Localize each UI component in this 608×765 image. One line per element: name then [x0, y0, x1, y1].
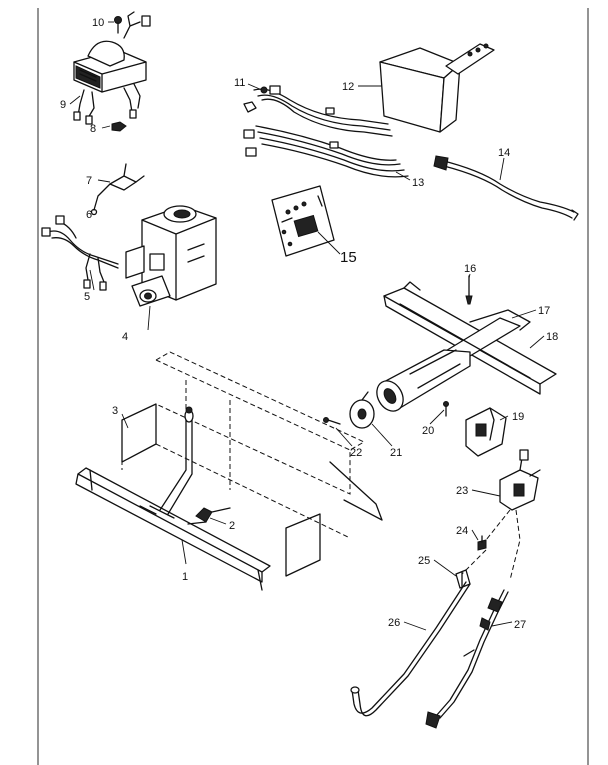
screw	[477, 535, 487, 551]
leader-lines	[69, 21, 545, 631]
burner-rail	[75, 406, 271, 591]
callout-11: 11	[234, 77, 245, 89]
transformer	[73, 11, 151, 125]
callout-24: 24	[456, 525, 468, 537]
callout-14: 14	[498, 147, 510, 159]
thermocouple	[425, 589, 509, 729]
bracket	[90, 163, 145, 216]
screw	[443, 401, 449, 417]
venturi-tube	[376, 349, 471, 412]
callout-5: 5	[84, 291, 90, 303]
igniter-assembly	[499, 449, 541, 511]
wire-harness	[41, 215, 119, 291]
sensor-wires	[243, 85, 409, 178]
control-board	[271, 185, 335, 257]
callout-26: 26	[388, 617, 400, 629]
cover-box	[379, 43, 495, 133]
callout-16: 16	[464, 263, 476, 275]
callout-7: 7	[86, 175, 92, 187]
callout-2: 2	[229, 520, 235, 532]
callout-13: 13	[412, 177, 424, 189]
callout-21: 21	[390, 447, 402, 459]
nut	[111, 121, 127, 132]
screw	[465, 275, 473, 305]
callout-1: 1	[182, 571, 188, 583]
screw	[114, 16, 122, 34]
gas-valve	[125, 205, 217, 307]
mounting-frame	[121, 351, 383, 577]
callout-18: 18	[546, 331, 558, 343]
callout-17: 17	[538, 305, 550, 317]
callout-23: 23	[456, 485, 468, 497]
callout-12: 12	[342, 81, 354, 93]
pilot-tube	[350, 581, 471, 717]
flex-tube	[433, 155, 579, 221]
callout-25: 25	[418, 555, 430, 567]
callout-20: 20	[422, 425, 434, 437]
callout-8: 8	[90, 123, 96, 135]
air-shutter	[349, 391, 375, 429]
callout-19: 19	[512, 411, 524, 423]
callout-27: 27	[514, 619, 526, 631]
callout-10: 10	[92, 17, 104, 29]
callout-6: 6	[86, 209, 92, 221]
callout-15: 15	[340, 249, 357, 266]
callout-3: 3	[112, 405, 118, 417]
orifice	[187, 507, 231, 525]
igniter-bracket	[465, 407, 507, 457]
screw	[323, 417, 341, 425]
callout-22: 22	[350, 447, 362, 459]
callout-4: 4	[122, 331, 128, 343]
callout-9: 9	[60, 99, 66, 111]
